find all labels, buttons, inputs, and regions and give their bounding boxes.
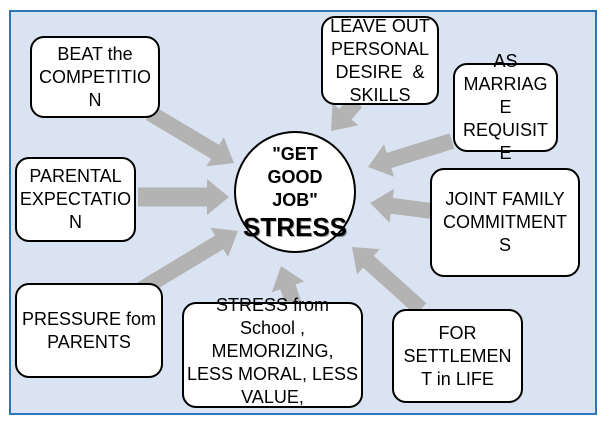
arrow-pressure-to-center-icon (137, 227, 238, 296)
arrow-beat-to-center-icon (145, 106, 234, 167)
arrow-joint-to-center-icon (370, 188, 433, 223)
node-for-settlement-in-life: FOR SETTLEMEN T in LIFE (392, 309, 523, 403)
node-label: LEAVE OUT PERSONAL DESIRE & SKILLS (330, 15, 430, 105)
center-quote-text: "GET GOOD JOB" (267, 143, 323, 210)
arrow-marriage-to-center-icon (368, 133, 455, 177)
arrow-school-to-center-icon (271, 266, 305, 308)
arrow-settlement-to-center-icon (352, 247, 427, 315)
center-emphasis-text: STRESS (242, 211, 348, 242)
arrow-parental-to-center-icon (138, 179, 229, 215)
node-label: JOINT FAMILY COMMITMENT S (443, 189, 567, 255)
node-label: PRESSURE fom PARENTS (21, 308, 157, 352)
node-school-stress: STRESS from School , MEMORIZING, LESS MO… (182, 295, 363, 408)
node-label: PARENTAL EXPECTATIO N (19, 166, 132, 232)
node-beat-the-competition: BEAT the COMPETITIO N (30, 36, 160, 118)
node-label: BEAT the COMPETITIO N (39, 43, 151, 110)
arrow-leaveout-to-center-icon (331, 96, 363, 131)
node-leave-out-personal-desire: LEAVE OUT PERSONAL DESIRE & SKILLS (321, 16, 439, 105)
node-label: STRESS from School , MEMORIZING, LESS MO… (186, 295, 359, 407)
node-label: AS MARRIAG E REQUISIT E (462, 51, 548, 163)
node-pressure-from-parents: PRESSURE fom PARENTS (15, 283, 163, 378)
node-parental-expectation: PARENTAL EXPECTATIO N (15, 157, 136, 242)
node-joint-family-commitments: JOINT FAMILY COMMITMENT S (430, 168, 580, 277)
center-circle-stress: "GET GOOD JOB" STRESS (234, 131, 356, 253)
node-as-marriage-requisite: AS MARRIAG E REQUISIT E (453, 51, 558, 163)
node-label: FOR SETTLEMEN T in LIFE (403, 322, 512, 389)
